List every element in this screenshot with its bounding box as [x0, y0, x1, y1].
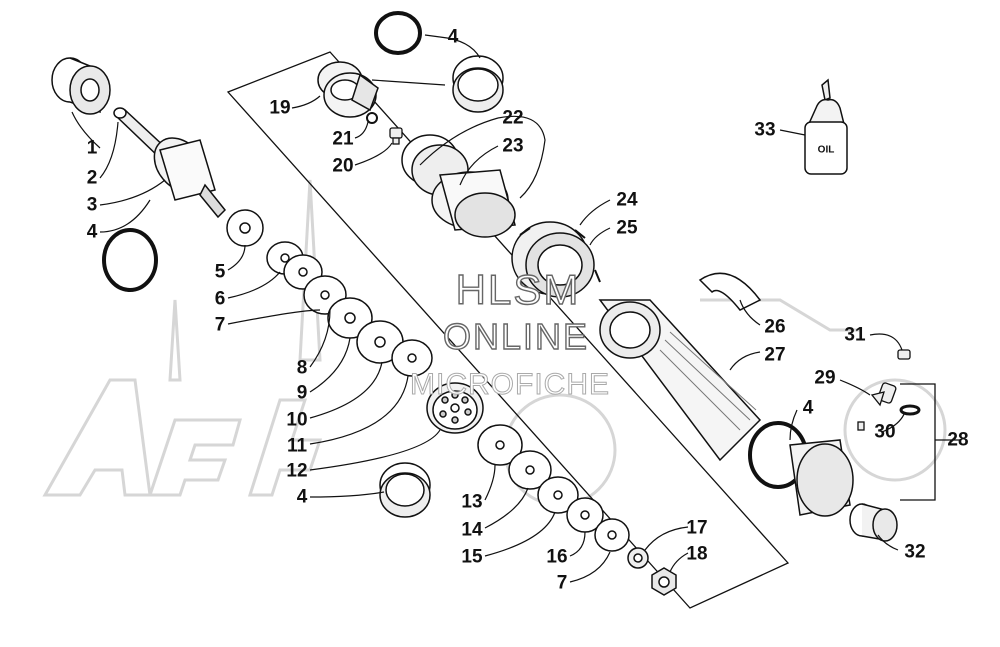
part-adjuster-nut: [511, 221, 601, 298]
callout-label: 17: [686, 517, 708, 539]
callout-label: 27: [764, 344, 786, 366]
callout-label: 15: [461, 546, 483, 568]
callout-label: 2: [86, 167, 98, 189]
callout-label: 21: [332, 128, 354, 150]
callout-label: 9: [296, 382, 308, 404]
part-valve-assembly: [857, 349, 921, 431]
callout-label: 20: [332, 155, 354, 177]
callout-label: 8: [296, 357, 308, 379]
callout-label: 4: [296, 486, 308, 508]
part-o-ring-top: [374, 11, 422, 55]
callout-label: 31: [844, 324, 866, 346]
washer-stack-upper: [226, 209, 433, 377]
part-body-end: [789, 439, 854, 517]
watermark-line-1: HLSM: [455, 266, 581, 313]
callout-label: 7: [556, 572, 568, 594]
callout-label: 4: [86, 221, 98, 243]
callout-label: 32: [904, 541, 926, 563]
oil-bottle-label: OIL: [817, 144, 835, 156]
callout-label: 25: [616, 217, 638, 239]
callout-label: 29: [814, 367, 836, 389]
part-bleed-screw: [389, 127, 403, 145]
callout-label: 6: [214, 288, 226, 310]
callout-label: 10: [286, 409, 308, 431]
callout-label: 28: [947, 429, 969, 451]
part-oil-bottle: [804, 78, 848, 175]
part-small-o-ring: [366, 112, 378, 124]
callout-label: 3: [86, 194, 98, 216]
group-outline: [226, 51, 790, 609]
callout-label: 19: [269, 97, 291, 119]
callout-label: 4: [447, 26, 459, 48]
part-piston-band-top: [452, 55, 504, 113]
part-shock-body: [598, 299, 762, 462]
part-piston: [426, 382, 484, 434]
bracket-28: [900, 383, 936, 501]
washer-stack-lower: [477, 424, 677, 596]
callout-label: 12: [286, 460, 308, 482]
part-spring-retainer: [698, 272, 762, 311]
part-o-ring-left: [102, 228, 158, 292]
callout-label: 18: [686, 543, 708, 565]
watermark-line-3: MICROFICHE: [410, 368, 610, 401]
part-reservoir-piston: [401, 134, 516, 238]
callout-label: 33: [754, 119, 776, 141]
callout-label: 13: [461, 491, 483, 513]
callout-label: 1: [86, 137, 98, 159]
leader-lines: [71, 34, 960, 583]
callout-label: 4: [802, 397, 814, 419]
callout-label: 26: [764, 316, 786, 338]
callout-label: 30: [874, 421, 896, 443]
part-bushing-lower: [849, 503, 898, 542]
part-piston-band-lower: [379, 462, 431, 518]
callout-label: 22: [502, 107, 524, 129]
part-seal-head: [317, 61, 379, 118]
callout-label: 5: [214, 261, 226, 283]
callout-label: 11: [286, 435, 308, 457]
part-shaft-eye: [113, 107, 227, 219]
callout-label: 7: [214, 314, 226, 336]
callout-label: 23: [502, 135, 524, 157]
callout-label: 14: [461, 519, 483, 541]
callout-label: 24: [616, 189, 638, 211]
part-bushing: [51, 57, 111, 115]
watermark-line-2: ONLINE: [442, 316, 590, 357]
callout-label: 16: [546, 546, 568, 568]
